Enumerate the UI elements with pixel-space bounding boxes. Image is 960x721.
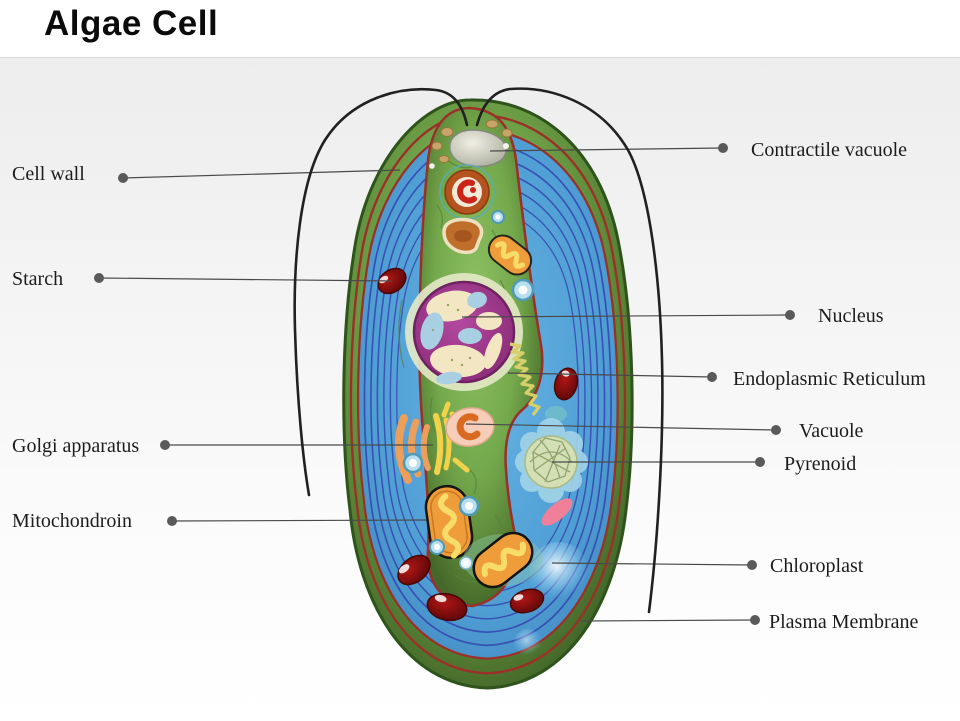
label-vacuole: Vacuole (799, 420, 864, 442)
dot-vacuole (771, 425, 781, 435)
leader-contractile-vacuole (489, 147, 724, 152)
flagella-graphic (293, 87, 664, 614)
leader-vacuole (465, 423, 777, 431)
pyrenoid-graphic (515, 418, 588, 503)
dot-plasma-membrane (750, 615, 760, 625)
starch-granules-graphic (377, 267, 579, 622)
label-starch: Starch (12, 268, 63, 290)
eyespot-graphic (439, 164, 495, 220)
dot-cell-wall (118, 173, 128, 183)
flagellum-left (293, 88, 469, 497)
label-chloroplast: Chloroplast (770, 555, 864, 577)
nucleus-speckles (431, 303, 472, 367)
food-vacuole-graphic (442, 217, 484, 255)
dot-contractile-vacuole (718, 143, 728, 153)
chloroplast-teal-blob (545, 406, 567, 422)
pink-body-graphic (541, 498, 573, 526)
chloroplast-graphic (356, 128, 619, 660)
page-title: Algae Cell (44, 4, 219, 43)
label-golgi-apparatus: Golgi apparatus (12, 435, 139, 457)
dot-nucleus (785, 310, 795, 320)
leader-mitochondrion (171, 519, 427, 522)
label-cell-wall: Cell wall (12, 163, 85, 185)
mitochondrion-small-graphic (487, 234, 533, 276)
flagellum-right (475, 87, 664, 614)
dot-mitochondrion (167, 516, 177, 526)
vesicles-graphic (402, 210, 535, 570)
label-mitochondrion: Mitochondroin (12, 510, 132, 532)
dot-pyrenoid (755, 457, 765, 467)
leader-nucleus (461, 314, 791, 318)
leader-plasma-membrane (580, 619, 756, 622)
dot-endoplasmic-reticulum (707, 372, 717, 382)
label-plasma-membrane: Plasma Membrane (769, 611, 919, 633)
label-pyrenoid: Pyrenoid (784, 453, 856, 475)
nucleus-graphic (405, 273, 523, 391)
dot-chloroplast (747, 560, 757, 570)
leader-starch (98, 277, 393, 282)
leader-dots (94, 143, 795, 625)
dot-starch (94, 273, 104, 283)
leader-endoplasmic-reticulum (507, 372, 713, 378)
dot-golgi (160, 440, 170, 450)
label-nucleus: Nucleus (818, 305, 884, 327)
contractile-vacuole-graphic (429, 119, 513, 169)
leader-lines (98, 147, 791, 622)
chloroplast-highlight (529, 542, 589, 602)
mitochondrion-2-graphic (463, 531, 543, 589)
endoplasmic-reticulum-graphic (509, 342, 541, 416)
diagram-labels: Cell wall Starch Golgi apparatus Mitocho… (12, 139, 926, 633)
label-endoplasmic-reticulum: Endoplasmic Reticulum (733, 368, 926, 390)
granule-dots (431, 119, 513, 163)
leader-cell-wall (122, 169, 401, 179)
label-contractile-vacuole: Contractile vacuole (751, 139, 907, 161)
vacuole-graphic (445, 407, 495, 447)
chloroplast-highlight-small (514, 629, 542, 657)
leader-chloroplast (551, 562, 753, 566)
